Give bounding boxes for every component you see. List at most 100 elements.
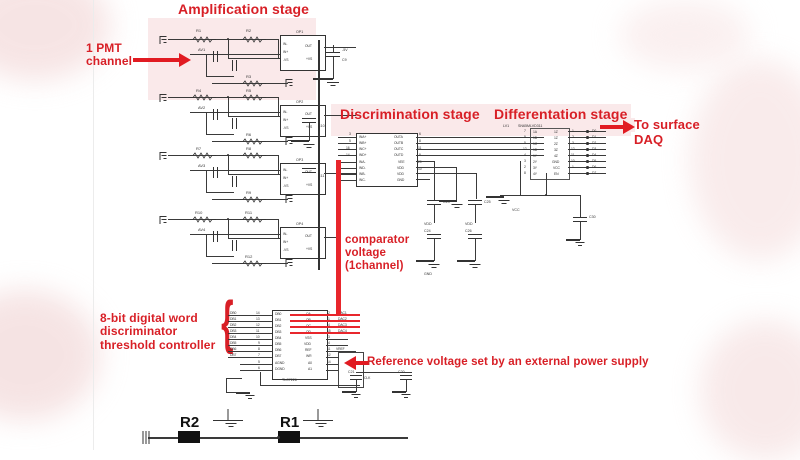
junction-node <box>227 218 229 220</box>
pin-label: GND <box>552 160 560 164</box>
pin-number: 1 <box>572 165 574 169</box>
ground-icon <box>159 216 169 224</box>
component-part-number: TLC7226 <box>282 378 297 382</box>
pin-number: 4 <box>328 341 330 345</box>
net-label: DB2 <box>230 323 237 327</box>
pin-label: 1D <box>533 148 538 152</box>
wire <box>546 173 547 195</box>
wire <box>416 137 544 138</box>
wire <box>416 155 544 156</box>
dac-output-highlight <box>290 314 360 316</box>
opamp-pin-label: IN- <box>283 168 288 172</box>
pin-label: 4Y <box>533 172 537 176</box>
connector-pin <box>586 172 589 175</box>
wire <box>168 155 278 156</box>
brace-icon: { <box>221 290 234 355</box>
wire <box>168 39 278 40</box>
net-label: DAC4 <box>338 329 347 333</box>
pin-label: INC+ <box>359 147 367 151</box>
pin-number: 5 <box>349 139 351 143</box>
net-label: DB0 <box>230 311 237 315</box>
pin-label: OUTA <box>394 135 403 139</box>
capacitor-C6 <box>232 176 238 187</box>
capacitor-C26 <box>468 234 482 240</box>
wire <box>406 380 407 392</box>
wire <box>326 351 356 352</box>
pin-label: OUTC <box>394 147 404 151</box>
wire <box>475 239 476 261</box>
capacitor-C25 <box>468 200 482 206</box>
component-ref: R10 <box>195 210 203 215</box>
capacitor-C1 <box>213 51 219 62</box>
annotation-threshold-controller: 8-bit digital word discriminator thresho… <box>100 311 216 352</box>
pin-number: 4 <box>328 323 330 327</box>
pin-number: 10 <box>571 159 575 163</box>
wire <box>206 170 207 192</box>
net-label: DB3 <box>230 329 237 333</box>
wire <box>326 315 360 316</box>
pin-label: INB- <box>359 172 366 176</box>
net-label: -5V <box>342 48 348 52</box>
pin-number: 9 <box>524 135 526 139</box>
ground-icon <box>392 391 413 398</box>
wire <box>326 339 348 340</box>
wire <box>333 57 334 79</box>
net-label: D6 <box>592 165 597 169</box>
pin-label: EN <box>554 172 559 176</box>
capacitor-C3 <box>213 109 219 120</box>
wire <box>240 370 272 371</box>
net-label: AV4 <box>198 227 206 232</box>
wire <box>206 134 234 135</box>
pin-label: VDD <box>397 172 404 176</box>
capacitor-C5 <box>213 167 219 178</box>
ground-icon <box>142 431 152 444</box>
resistor-R7 <box>190 152 216 159</box>
pin-number: 3 <box>349 132 351 136</box>
ground-icon <box>486 196 513 204</box>
ground-icon <box>342 391 363 398</box>
wire <box>206 192 234 193</box>
pin-number: 4 <box>524 153 526 157</box>
pin-label: INA+ <box>359 135 367 139</box>
pin-number: 11 <box>571 153 575 157</box>
pin-label: 1C <box>533 142 538 146</box>
pin-label: OUTB <box>394 141 404 145</box>
ground-icon <box>236 392 257 399</box>
opamp-pin-label: IN- <box>283 110 288 114</box>
pin-number: 12 <box>256 323 260 327</box>
pin-label: 1B <box>533 136 537 140</box>
component-ref: R6 <box>246 132 252 137</box>
pin-number: 14 <box>327 360 331 364</box>
connector-pin <box>586 166 589 169</box>
wire <box>278 199 288 200</box>
wire <box>324 47 356 48</box>
wire <box>228 116 280 117</box>
component-ref: R8 <box>246 146 252 151</box>
discriminator-chip-U1 <box>356 133 418 187</box>
wire <box>416 149 544 150</box>
net-label: D5 <box>592 159 597 163</box>
component-ref: C26 <box>465 229 472 233</box>
component-part-number: SN65MLVD311 <box>518 124 543 128</box>
wire <box>206 76 234 77</box>
connector-pin <box>586 154 589 157</box>
connector-pin <box>586 160 589 163</box>
slide-edge <box>93 0 94 450</box>
wire <box>326 327 360 328</box>
component-ref: C21 <box>348 370 355 374</box>
opamp-pin-label: IN+ <box>283 240 289 244</box>
component-ref: R3 <box>246 74 252 79</box>
pin-number: 8 <box>258 347 260 351</box>
wire <box>260 372 261 385</box>
pin-label: DB3 <box>275 330 282 334</box>
pin-label: A1 <box>308 367 312 371</box>
pin-number: 12 <box>327 353 331 357</box>
pin-label: AGND <box>275 361 285 365</box>
pin-label: 1Y <box>533 154 537 158</box>
ground-icon <box>159 94 169 102</box>
capacitor-C8 <box>232 240 238 251</box>
resistor-R4 <box>190 94 216 101</box>
junction-node <box>227 96 229 98</box>
wire <box>333 45 334 53</box>
